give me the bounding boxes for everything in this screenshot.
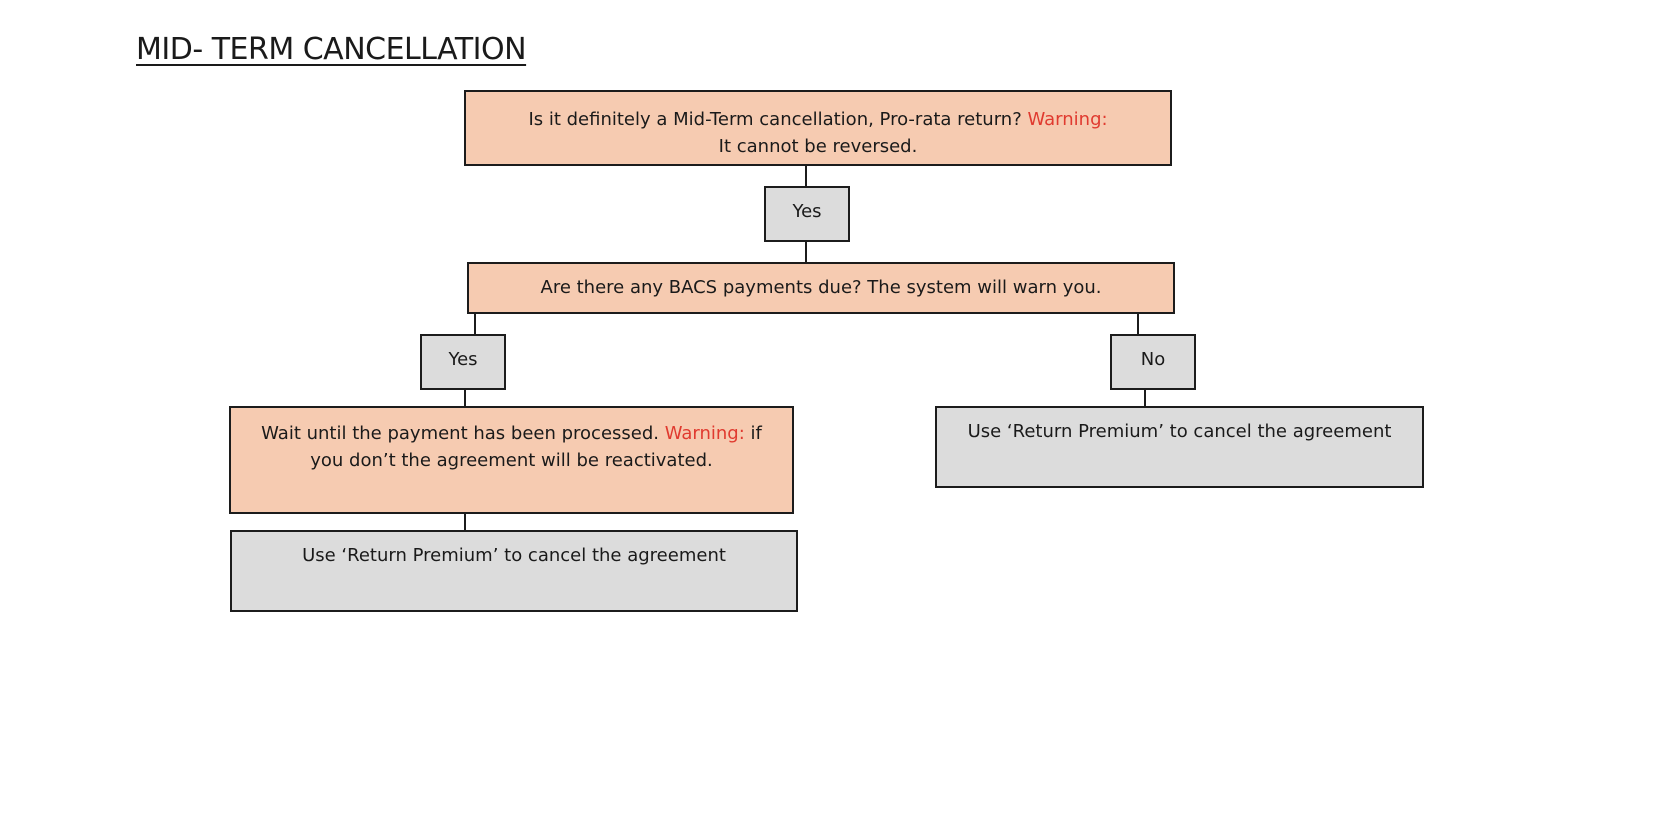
question-midterm-text: Is it definitely a Mid-Term cancellation… xyxy=(528,109,1028,130)
connector-yes1-q2 xyxy=(805,242,807,262)
action-wait-text-end: if you don’t the agreement will be react… xyxy=(310,423,762,471)
action-wait-text: Wait until the payment has been processe… xyxy=(261,423,665,444)
connector-wait-return xyxy=(464,514,466,532)
connector-q1-yes1 xyxy=(805,166,807,186)
action-return-premium-right: Use ‘Return Premium’ to cancel the agree… xyxy=(935,406,1424,488)
action-return-premium-left: Use ‘Return Premium’ to cancel the agree… xyxy=(230,530,798,612)
connector-no2-return xyxy=(1144,388,1146,408)
answer-no-2: No xyxy=(1110,334,1196,390)
action-wait-payment: Wait until the payment has been processe… xyxy=(229,406,794,514)
connector-yes2-wait xyxy=(464,388,466,408)
question-midterm-text-end: It cannot be reversed. xyxy=(718,136,918,157)
page-title: MID- TERM CANCELLATION xyxy=(136,32,527,67)
warning-label: Warning: xyxy=(664,423,745,444)
answer-yes-2: Yes xyxy=(420,334,506,390)
question-midterm-cancellation: Is it definitely a Mid-Term cancellation… xyxy=(464,90,1172,166)
connector-q2-yes2 xyxy=(474,314,476,334)
answer-yes-1: Yes xyxy=(764,186,850,242)
question-bacs-payments: Are there any BACS payments due? The sys… xyxy=(467,262,1175,314)
warning-label: Warning: xyxy=(1027,109,1108,130)
connector-q2-no2 xyxy=(1137,314,1139,334)
